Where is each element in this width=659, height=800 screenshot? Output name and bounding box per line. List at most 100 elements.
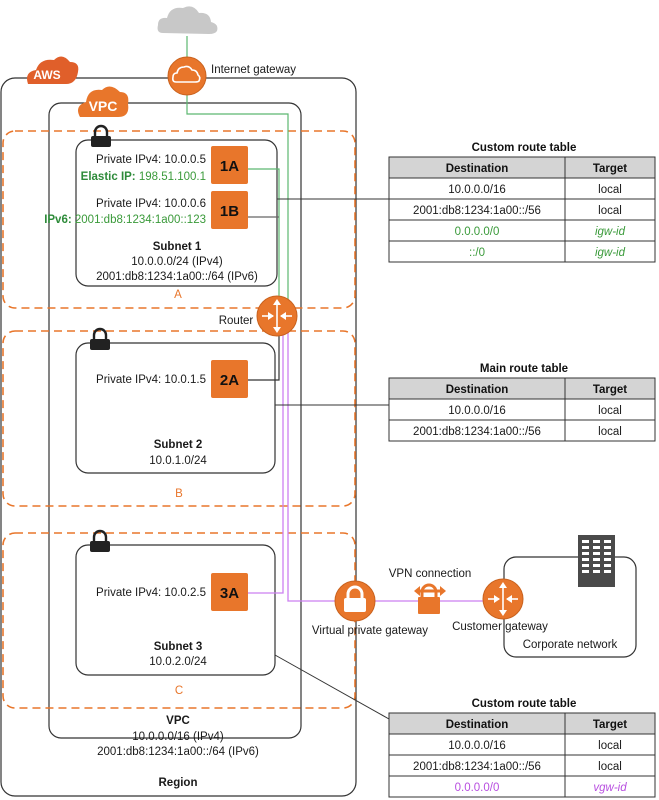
route-target: local [598, 405, 622, 417]
instance-1b-private-ipv4: Private IPv4: 10.0.0.6 [96, 198, 206, 210]
route-table-1-row: ::/0 igw-id [469, 247, 626, 259]
elastic-ip-label: Elastic IP: [81, 171, 136, 183]
route-table-1-title: Custom route table [472, 142, 577, 154]
customer-gateway-label: Customer gateway [452, 621, 548, 633]
subnet-2-lock-icon [90, 327, 110, 350]
subnet-3-name: Subnet 3 [154, 641, 203, 653]
router-label: Router [219, 315, 254, 327]
route-destination: 2001:db8:1234:1a00::/56 [413, 426, 541, 438]
vpc-ipv4-cidr: 10.0.0.0/16 (IPv4) [132, 731, 224, 743]
instance-2a-route [248, 330, 280, 381]
route-table-1-header-destination: Destination [446, 163, 509, 175]
aws-cloud-shape [27, 56, 79, 84]
route-table-3-title: Custom route table [472, 698, 577, 710]
route-table-1: Custom route table Destination Target 10… [388, 142, 656, 263]
router-icon [488, 582, 518, 616]
vpn-connection-label: VPN connection [389, 568, 471, 580]
instance-3a[interactable] [211, 573, 248, 611]
subnet-1-lock-icon [91, 124, 111, 147]
route-target: igw-id [595, 247, 626, 259]
route-table-1-body [388, 177, 656, 263]
route-table-1-header-target: Target [593, 163, 627, 175]
route-destination: 0.0.0.0/0 [455, 782, 500, 794]
instance-1b-ipv6: IPv6: 2001:db8:1234:1a00::123 [44, 214, 206, 226]
ipv6-value: 2001:db8:1234:1a00::123 [75, 214, 206, 226]
vpc-tag-label: VPC [89, 98, 118, 114]
route-table-2-header-target: Target [593, 384, 627, 396]
aws-cloud-tag: AWS [27, 56, 79, 84]
availability-zone-b-label: B [175, 488, 183, 500]
route-target: vgw-id [593, 782, 627, 794]
region-label: Region [159, 777, 198, 789]
vpc-cloud-tag: VPC [78, 86, 129, 117]
subnet-1-ipv4-cidr: 10.0.0.0/24 (IPv4) [131, 256, 223, 268]
instance-2a-label: 2A [220, 372, 239, 389]
availability-zone-a [2, 130, 356, 309]
instance-2a-private-ipv4: Private IPv4: 10.0.1.5 [96, 374, 206, 386]
route-table-3-header-destination: Destination [446, 719, 509, 731]
subnet-3-ipv4-cidr: 10.0.2.0/24 [149, 656, 207, 668]
route-table-2-title: Main route table [480, 363, 568, 375]
instance-3a-private-ipv4: Private IPv4: 10.0.2.5 [96, 587, 206, 599]
aws-tag-label: AWS [33, 68, 60, 82]
route-destination: 10.0.0.0/16 [448, 405, 506, 417]
route-destination: 10.0.0.0/16 [448, 184, 506, 196]
instance-1a-label: 1A [220, 158, 239, 175]
route-destination: 2001:db8:1234:1a00::/56 [413, 761, 541, 773]
route-destination: 10.0.0.0/16 [448, 740, 506, 752]
route-table-1-row: 0.0.0.0/0 igw-id [455, 226, 626, 238]
lock-icon [344, 585, 366, 612]
route-table-3-row: 10.0.0.0/16 local [448, 740, 622, 752]
route-target: igw-id [595, 226, 626, 238]
igw-to-router-route [186, 95, 289, 300]
subnet-3-route-table-link [274, 654, 390, 720]
route-table-3: Custom route table Destination Target 10… [388, 698, 656, 798]
building-icon [578, 535, 615, 587]
route-destination: 2001:db8:1234:1a00::/56 [413, 205, 541, 217]
instance-1a[interactable] [211, 146, 248, 184]
igw-circle [167, 56, 207, 96]
router-icon [262, 299, 292, 333]
vpc-ipv6-cidr: 2001:db8:1234:1a00::/64 (IPv6) [97, 746, 259, 758]
route-table-2: Main route table Destination Target 10.0… [388, 363, 656, 442]
instance-1a-elastic-ip: Elastic IP: 198.51.100.1 [81, 171, 206, 183]
router-to-vgw-route [287, 330, 338, 602]
internet-gateway[interactable] [167, 56, 207, 96]
internet-cloud-icon [157, 6, 218, 35]
route-target: local [598, 761, 622, 773]
availability-zone-c-label: C [175, 685, 183, 697]
route-table-1-row: 2001:db8:1234:1a00::/56 local [413, 205, 622, 217]
instance-1a-route [248, 168, 280, 300]
route-table-3-header-target: Target [593, 719, 627, 731]
instance-3a-label: 3A [220, 585, 239, 602]
vpc-cloud-shape [78, 86, 129, 117]
instance-1a-private-ipv4: Private IPv4: 10.0.0.5 [96, 154, 206, 166]
subnet-1-ipv6-cidr: 2001:db8:1234:1a00::/64 (IPv6) [96, 271, 258, 283]
corporate-network-label: Corporate network [523, 639, 618, 651]
route-table-2-row: 10.0.0.0/16 local [448, 405, 622, 417]
instance-2a[interactable] [211, 360, 248, 398]
ipv6-label: IPv6: [44, 214, 72, 226]
route-table-2-row: 2001:db8:1234:1a00::/56 local [413, 426, 622, 438]
route-target: local [598, 205, 622, 217]
route-table-3-row: 2001:db8:1234:1a00::/56 local [413, 761, 622, 773]
instance-3a-route [248, 330, 284, 594]
route-table-2-header-destination: Destination [446, 384, 509, 396]
vpc-label: VPC [166, 715, 190, 727]
availability-zone-a-label: A [174, 289, 182, 301]
virtual-private-gateway-label: Virtual private gateway [312, 625, 428, 637]
vpn-lock-icon[interactable] [414, 583, 446, 614]
route-target: local [598, 184, 622, 196]
cloud-icon [172, 65, 201, 83]
router[interactable] [256, 295, 298, 337]
vpc-container [48, 102, 302, 739]
availability-zone-b [2, 330, 356, 507]
subnet-1-name: Subnet 1 [153, 241, 202, 253]
virtual-private-gateway[interactable] [334, 580, 376, 622]
route-table-3-row: 0.0.0.0/0 vgw-id [455, 782, 628, 794]
subnet-3-lock-icon [90, 529, 110, 552]
route-target: local [598, 740, 622, 752]
customer-gateway[interactable] [482, 578, 524, 620]
instance-1b[interactable] [211, 191, 248, 229]
